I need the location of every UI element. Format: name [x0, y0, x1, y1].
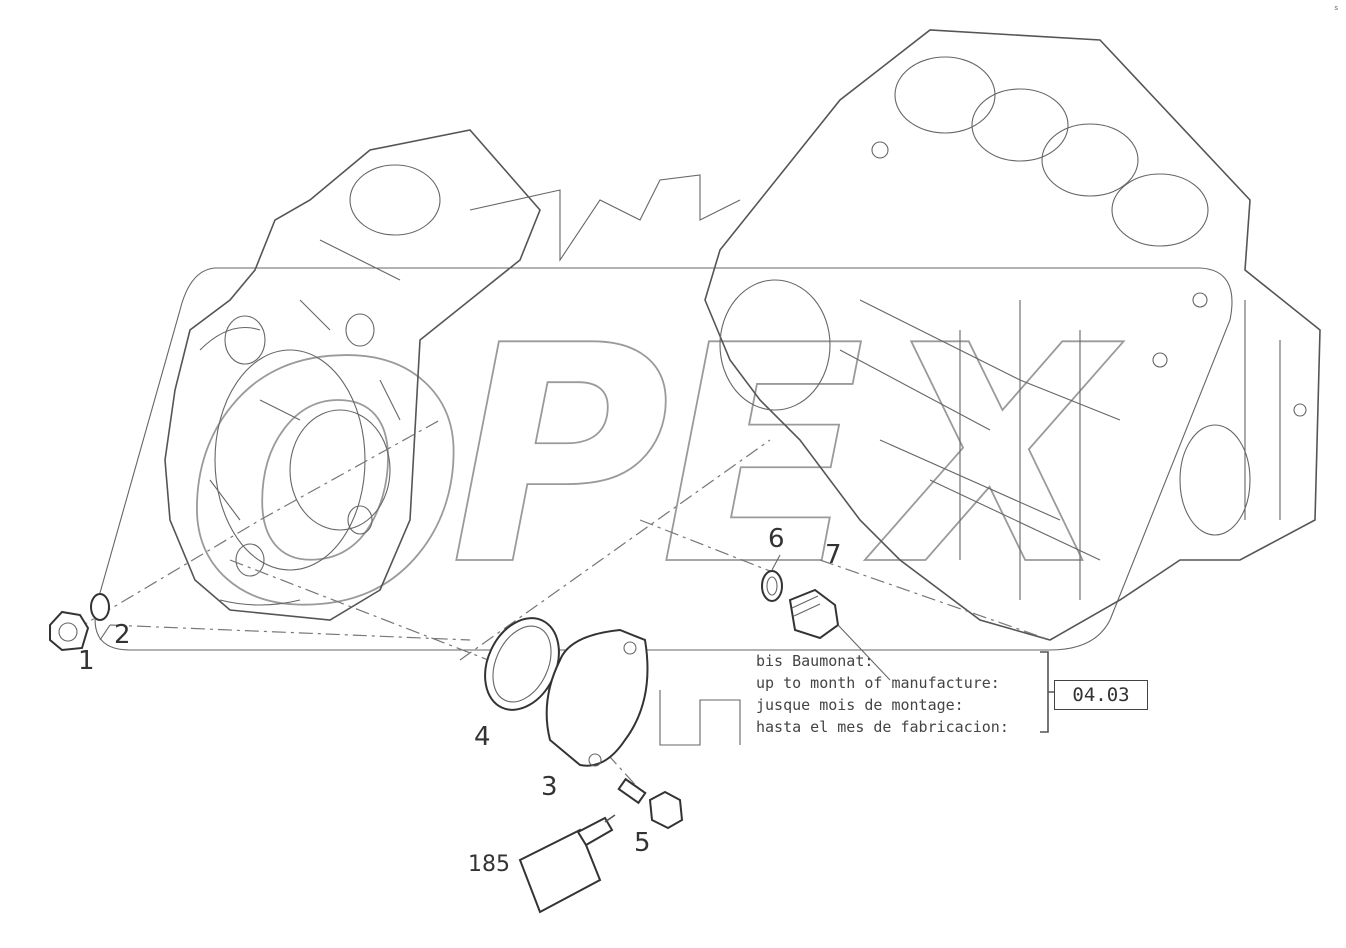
callout-4: 4 [474, 722, 491, 752]
validity-note-fr: jusque mois de montage: [756, 696, 964, 714]
watermark-frame [94, 267, 1233, 651]
section-break-line-lower [659, 690, 741, 746]
validity-note-es: hasta el mes de fabricacion: [756, 718, 1009, 736]
callout-5: 5 [634, 828, 651, 858]
assembly-axis-4 [459, 439, 771, 661]
assembly-axis-1 [74, 419, 441, 631]
watermark-logo: O P E X [184, 281, 1125, 679]
engine-block-rear [164, 129, 541, 621]
corner-mark: s [1334, 4, 1338, 12]
assembly-axis-2 [109, 624, 471, 641]
callout-2: 2 [114, 620, 131, 650]
callout-185: 185 [468, 852, 510, 877]
assembly-axis-6 [819, 559, 1051, 641]
part-6-washer [761, 570, 783, 602]
callout-1: 1 [78, 646, 95, 676]
part-1-plug [49, 610, 90, 652]
note-bracket [1040, 651, 1054, 733]
engine-block-front [704, 29, 1321, 641]
callout-6: 6 [768, 524, 785, 554]
part-7-drain-plug [788, 588, 891, 681]
validity-note-de: bis Baumonat: [756, 652, 874, 670]
section-break-line [469, 174, 741, 262]
part-5-screw [617, 777, 684, 830]
assembly-axis-5 [639, 519, 781, 576]
validity-date-box: 04.03 [1054, 680, 1148, 710]
watermark-letter-x: X [861, 282, 1124, 631]
part-2-seal-ring [90, 593, 110, 621]
part-3-cover-plate [545, 628, 649, 767]
part-185-sealant-tube [518, 814, 616, 914]
callout-7: 7 [825, 540, 842, 570]
watermark-letter-e: E [660, 282, 865, 631]
validity-note-en: up to month of manufacture: [756, 674, 1000, 692]
callout-3: 3 [541, 772, 558, 802]
watermark-letter-p: P [450, 282, 670, 631]
